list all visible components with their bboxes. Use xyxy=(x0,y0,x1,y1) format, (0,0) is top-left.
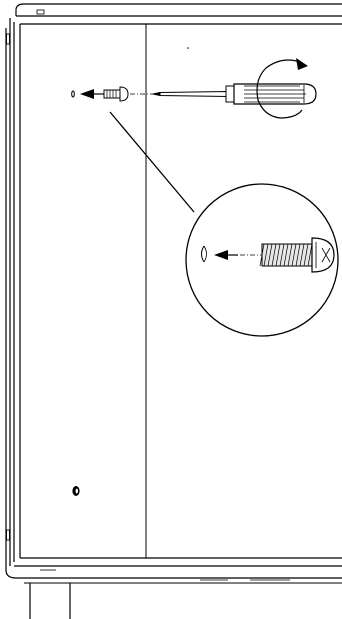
detail-hole-icon xyxy=(201,245,205,263)
cabinet-legs xyxy=(29,583,71,619)
cabinet-left-frame xyxy=(5,18,21,566)
insert-arrow-icon xyxy=(80,89,106,99)
knob-icon xyxy=(72,486,80,496)
cabinet-bottom-rail xyxy=(5,557,342,584)
rotation-arrow-icon xyxy=(256,58,308,119)
detail-arrow-icon xyxy=(214,250,238,260)
cabinet-top-rail xyxy=(15,3,342,25)
zoom-leader-line xyxy=(109,111,195,213)
screw-icon xyxy=(103,86,129,102)
screwdriver-icon xyxy=(152,83,317,105)
zoom-detail-circle xyxy=(185,183,339,337)
marker-dot xyxy=(187,47,189,49)
screw-hole-icon xyxy=(71,90,75,98)
detail-screw-icon xyxy=(259,237,335,273)
